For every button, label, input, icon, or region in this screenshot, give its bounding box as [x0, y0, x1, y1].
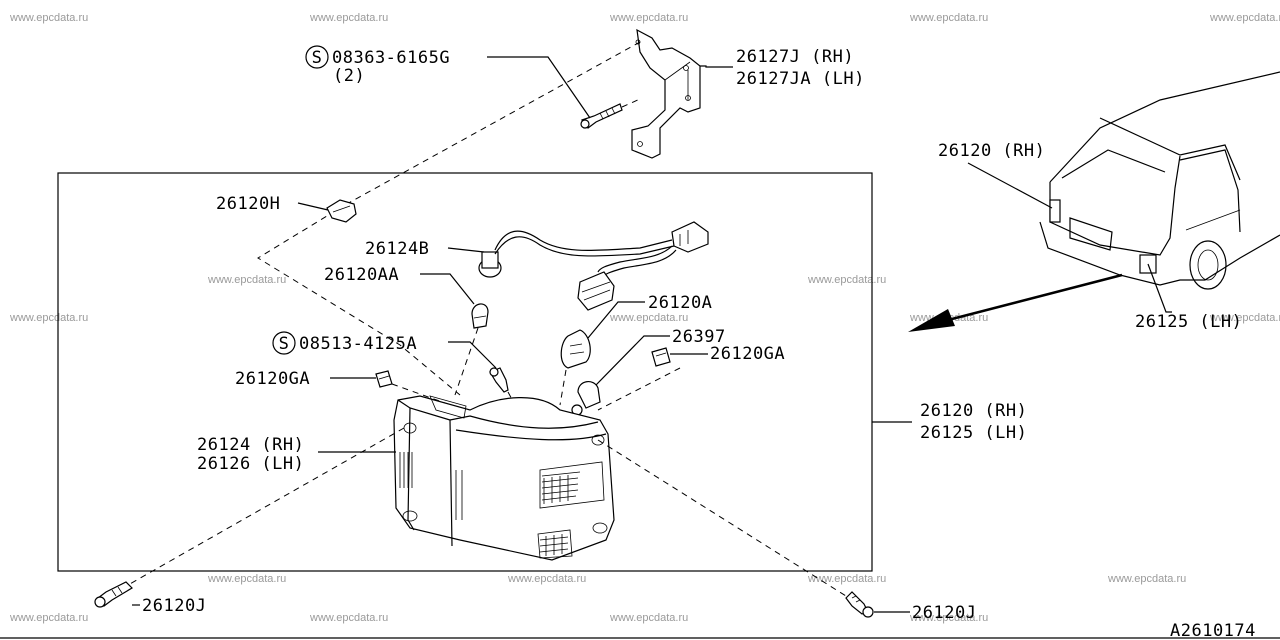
watermark: www.epcdata.ru	[609, 312, 688, 324]
leader-bracket	[700, 65, 733, 68]
leader-clip-h	[297, 202, 329, 211]
direction-arrow	[908, 273, 1123, 332]
lamp-assembly-part	[393, 395, 615, 561]
label-screw-top-qty: (2)	[333, 66, 365, 86]
label-26397: 26397	[672, 327, 726, 347]
watermark: www.epcdata.ru	[1107, 573, 1186, 585]
watermark: www.epcdata.ru	[1209, 12, 1280, 24]
bolt-left-axis	[127, 427, 405, 586]
screw-top-part	[580, 103, 623, 129]
watermark: www.epcdata.ru	[9, 612, 88, 624]
socket-harness-part	[478, 221, 709, 311]
label-clip-ga-right: 26120GA	[710, 344, 785, 364]
label-screw-top-code: 08363-6165G	[332, 48, 450, 68]
leader-socket-b	[447, 247, 485, 253]
watermark: www.epcdata.ru	[9, 12, 88, 24]
special-bolt-symbol	[305, 45, 329, 69]
label-lens-lh: 26126 (LH)	[197, 454, 304, 474]
bolt-right-part	[845, 591, 874, 618]
label-lens-rh: 26124 (RH)	[197, 435, 304, 455]
label-socket-b: 26124B	[365, 239, 429, 259]
figure-code: A2610174	[1170, 621, 1256, 640]
bolt-right-axis	[597, 439, 847, 597]
bolt-left-part	[94, 581, 133, 608]
leader-bulb-a	[587, 301, 645, 339]
watermark: www.epcdata.ru	[1209, 312, 1280, 324]
label-assembly-lh: 26125 (LH)	[920, 423, 1027, 443]
leader-vehicle-lh	[1147, 263, 1172, 313]
watermark-layer: www.epcdata.ru www.epcdata.ru www.epcdat…	[9, 12, 1280, 624]
label-bracket-rh: 26127J (RH)	[736, 47, 854, 67]
watermark: www.epcdata.ru	[909, 612, 988, 624]
leader-screw-mid	[448, 341, 497, 369]
special-bolt-symbol-letter: S	[279, 334, 290, 354]
label-bolt-right: 26120J	[912, 603, 976, 623]
label-clip-ga-left: 26120GA	[235, 369, 310, 389]
label-bolt-left: 26120J	[142, 596, 206, 616]
label-vehicle-lh: 26125 (LH)	[1135, 312, 1242, 332]
label-bulb-aa: 26120AA	[324, 265, 399, 285]
watermark: www.epcdata.ru	[609, 12, 688, 24]
clip-h-part	[326, 199, 357, 223]
bulb-a-part	[560, 329, 591, 369]
screw-axis	[621, 98, 641, 108]
watermark: www.epcdata.ru	[807, 573, 886, 585]
socket-26397-part	[571, 381, 601, 416]
label-vehicle-rh: 26120 (RH)	[938, 141, 1045, 161]
watermark: www.epcdata.ru	[309, 12, 388, 24]
label-clip-h: 26120H	[216, 194, 280, 214]
label-assembly-rh: 26120 (RH)	[920, 401, 1027, 421]
screw-mid-part	[489, 367, 509, 393]
special-bolt-symbol	[272, 331, 296, 355]
watermark: www.epcdata.ru	[207, 274, 286, 286]
leader-screw-top	[487, 56, 591, 119]
assembly-axis	[257, 204, 461, 396]
assembly-axis	[344, 41, 641, 206]
bracket-part	[631, 28, 701, 159]
special-bolt-symbol-letter: S	[312, 48, 323, 68]
watermark: www.epcdata.ru	[909, 12, 988, 24]
label-bulb-a: 26120A	[648, 293, 712, 313]
bulb-axis	[454, 327, 479, 396]
watermark: www.epcdata.ru	[207, 573, 286, 585]
watermark: www.epcdata.ru	[9, 312, 88, 324]
label-bracket-lh: 26127JA (LH)	[736, 69, 865, 89]
leader-bulb-aa	[420, 273, 475, 305]
bulb-a-axis	[559, 369, 567, 406]
watermark: www.epcdata.ru	[507, 573, 586, 585]
leader-26397	[595, 335, 670, 386]
clip-ga-axis	[597, 367, 681, 411]
watermark: www.epcdata.ru	[609, 612, 688, 624]
watermark: www.epcdata.ru	[807, 274, 886, 286]
bulb-aa-part	[471, 303, 489, 329]
assembly-frame	[57, 172, 873, 572]
label-screw-mid-code: 08513-4125A	[299, 334, 417, 354]
clip-ga-left-part	[375, 370, 393, 388]
leader-vehicle-rh	[967, 162, 1053, 209]
clip-ga-right-part	[651, 347, 671, 367]
vehicle-sketch	[1039, 71, 1280, 290]
watermark: www.epcdata.ru	[309, 612, 388, 624]
